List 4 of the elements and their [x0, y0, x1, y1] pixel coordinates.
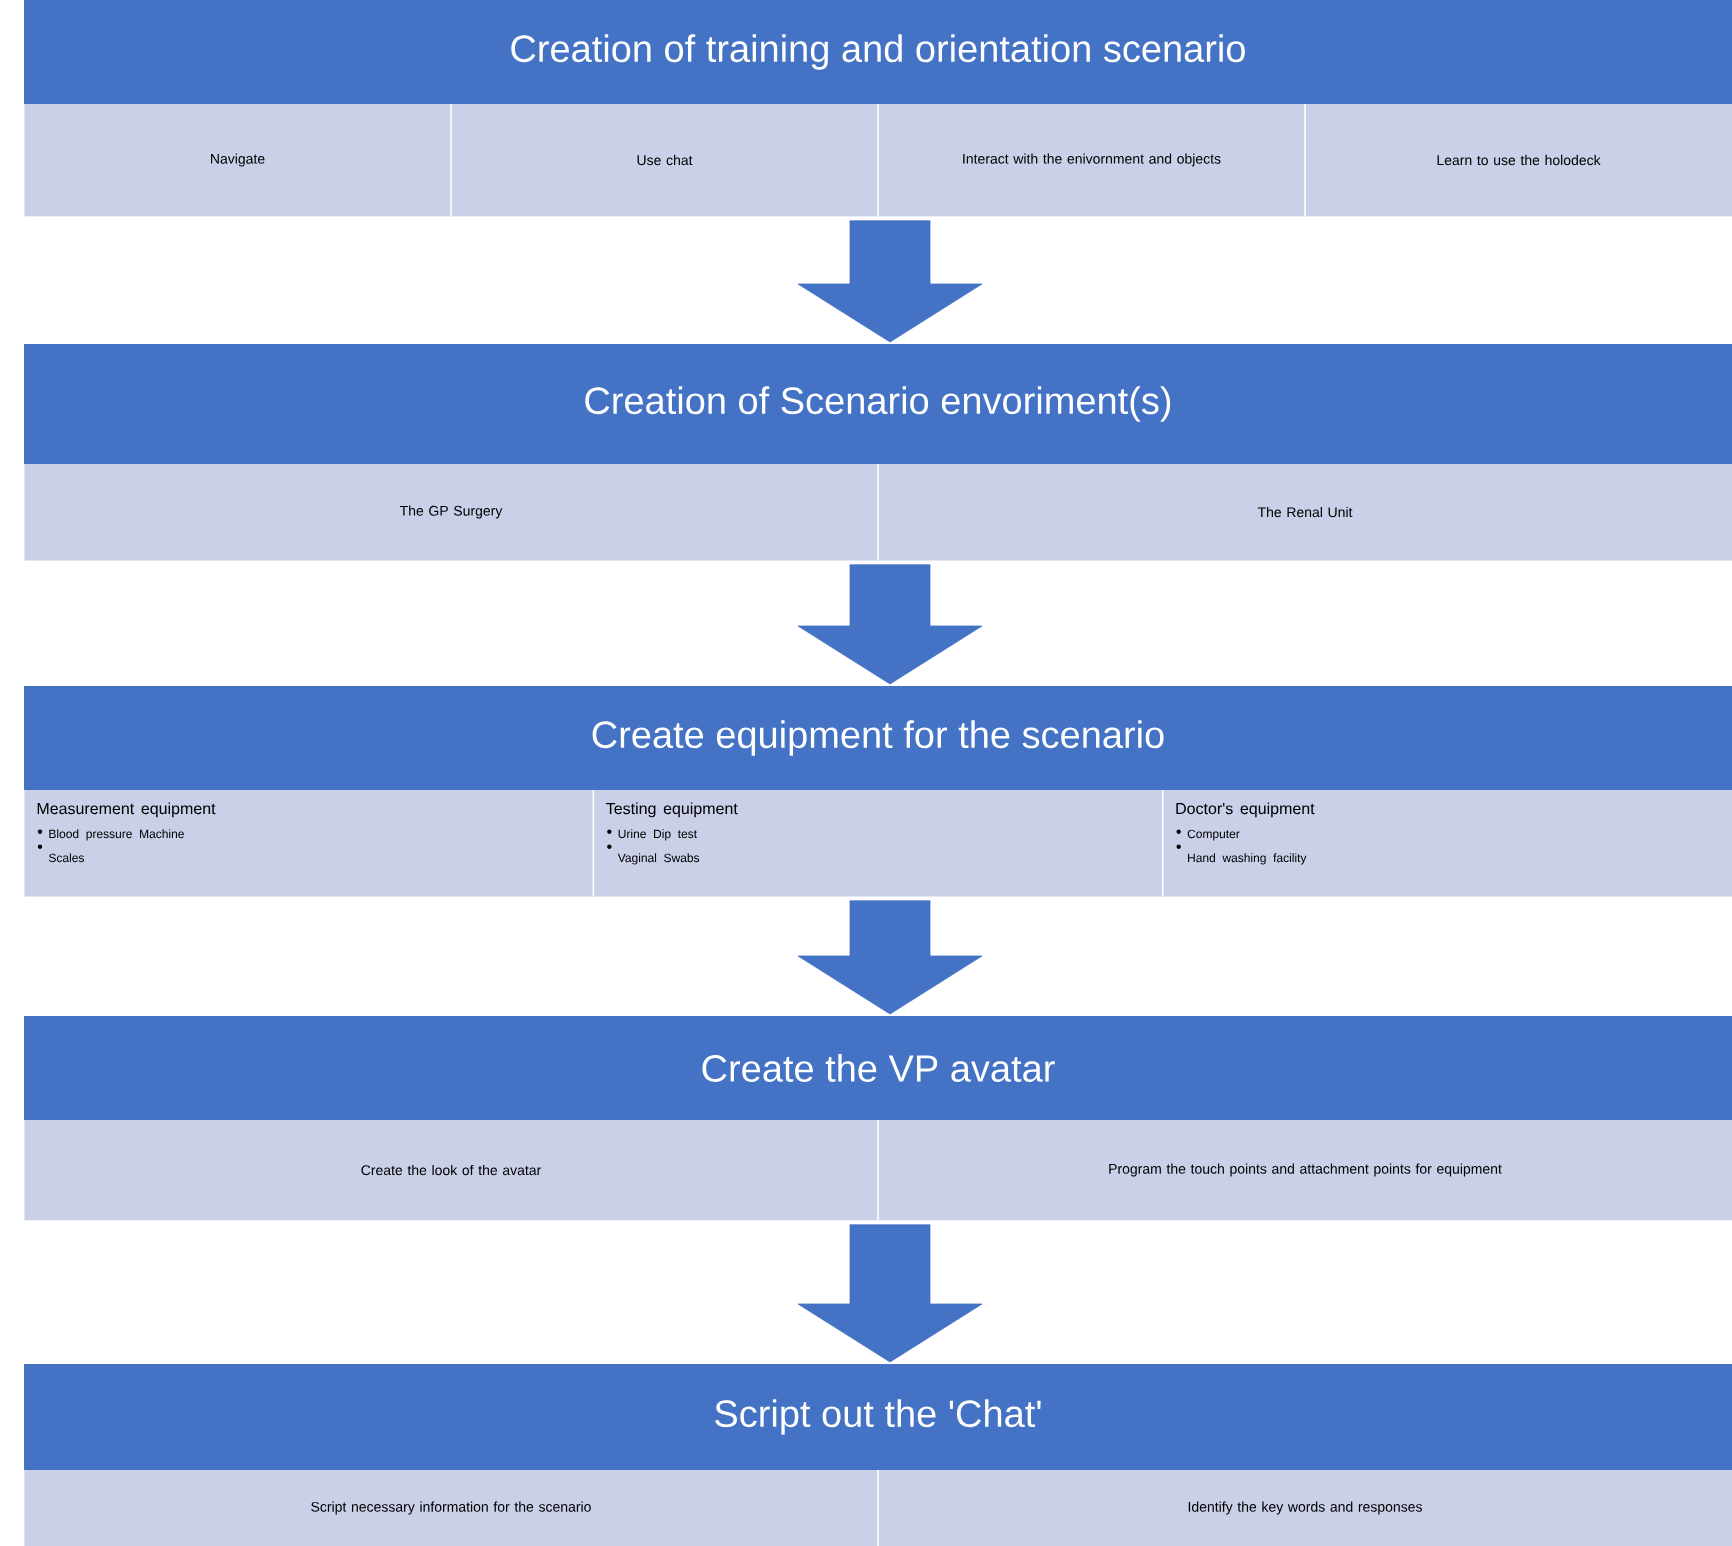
block-arrow [797, 1224, 983, 1363]
block-arrow [797, 564, 983, 685]
block-arrow [797, 220, 983, 343]
block-arrow [797, 900, 983, 1015]
